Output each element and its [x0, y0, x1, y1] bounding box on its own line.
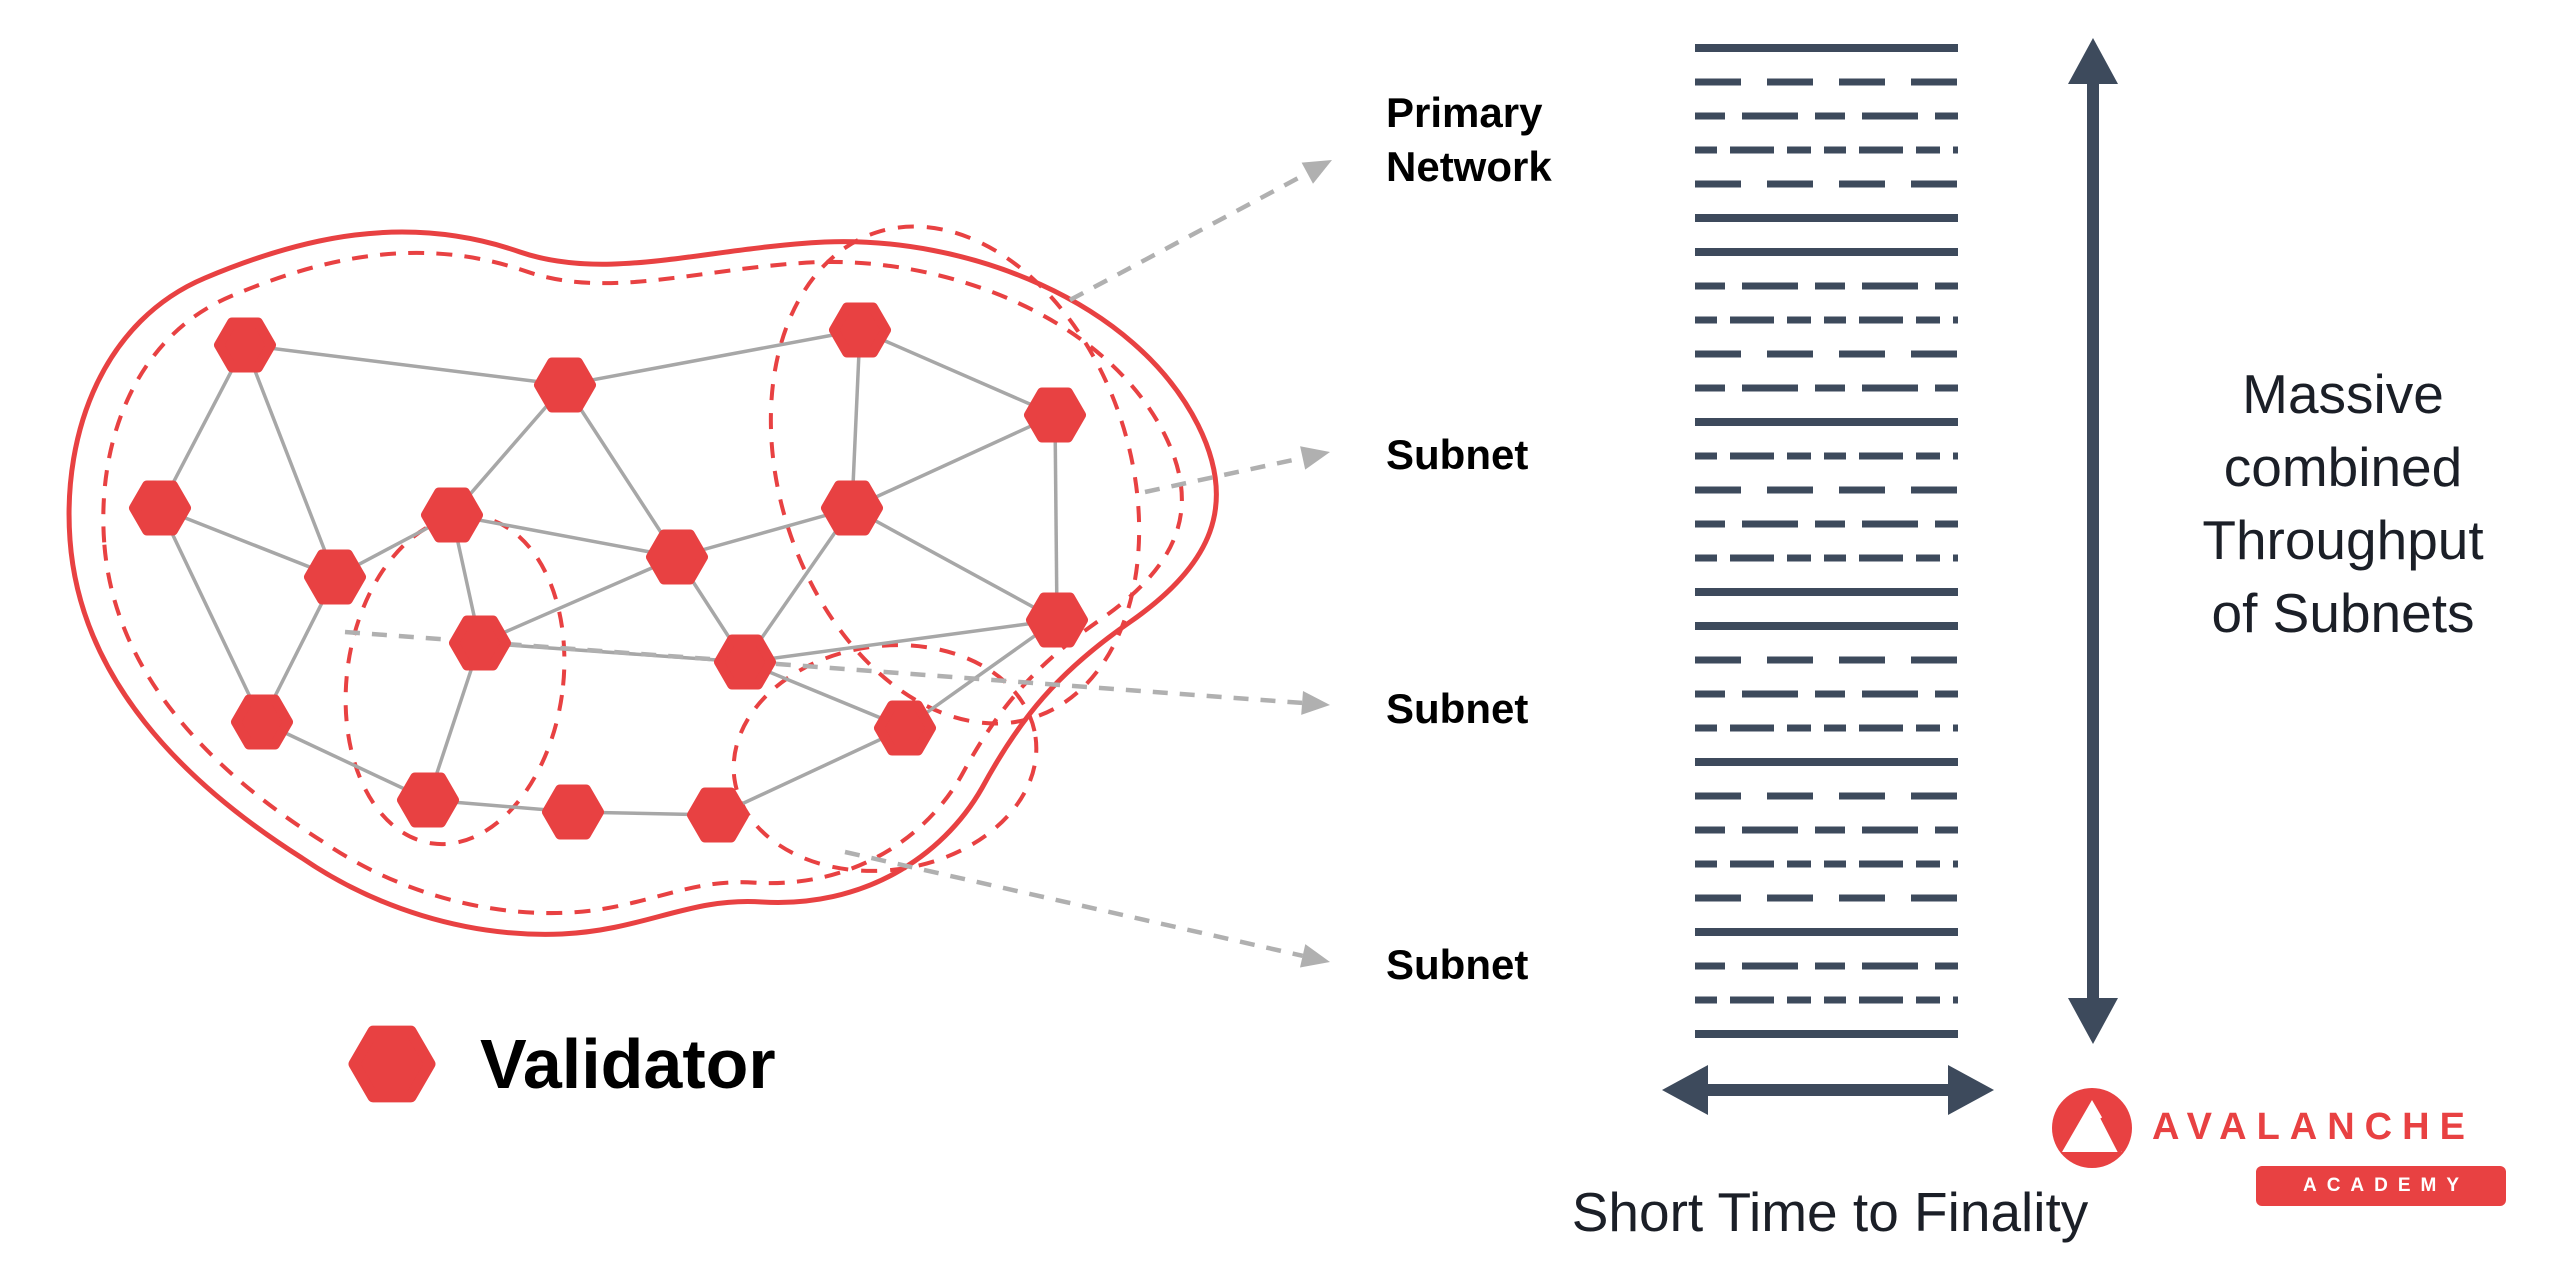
validator-node [714, 634, 776, 690]
validator-legend: Validator [340, 1012, 776, 1116]
finality-label: Short Time to Finality [1571, 1181, 2089, 1243]
validator-node [687, 787, 749, 843]
validator-hexagon-icon [348, 1025, 436, 1103]
network-edge [563, 384, 679, 558]
network-edge [676, 506, 853, 559]
validator-node [421, 487, 483, 543]
academy-badge: ACADEMY [2256, 1166, 2506, 1206]
throughput-stack-group [1695, 44, 1958, 1038]
network-edge [851, 506, 1058, 622]
connector-arrowhead-icon [1301, 160, 1332, 184]
validator-nodes-group [129, 302, 1088, 843]
network-edge [261, 720, 429, 802]
arrowhead-up-icon [2068, 38, 2118, 84]
subnet-label-2: Subnet [1386, 685, 1529, 732]
validator-node [214, 317, 276, 373]
avalanche-brand-label: AVALANCHE [2152, 1106, 2475, 1148]
network-edge [158, 507, 264, 723]
connector-arrowhead-icon [1300, 446, 1330, 470]
validator-node [829, 302, 891, 358]
arrowhead-left-icon [1662, 1065, 1708, 1115]
validator-node [874, 700, 936, 756]
label-connector [1068, 171, 1309, 302]
horizontal-double-arrow [1662, 1065, 1994, 1115]
label-connector [1144, 455, 1304, 495]
validator-legend-label: Validator [480, 1025, 776, 1103]
network-edge [243, 344, 337, 578]
validator-node [1026, 592, 1088, 648]
validator-node [534, 357, 596, 413]
arrowhead-right-icon [1948, 1065, 1994, 1115]
network-edge [1053, 414, 1059, 621]
network-edges-group [158, 328, 1059, 817]
network-edge [244, 343, 566, 387]
primary-network-label: Primary Network [1386, 89, 1552, 190]
subnet-outline [731, 643, 1039, 873]
network-edge [851, 413, 1056, 510]
validator-node [821, 480, 883, 536]
label-connector [844, 849, 1304, 959]
validator-node [129, 480, 191, 536]
avalanche-logo-icon [2052, 1088, 2132, 1168]
validator-node [542, 784, 604, 840]
validator-node [1024, 387, 1086, 443]
network-edge [717, 726, 906, 817]
network-edge [903, 618, 1059, 730]
academy-badge-label: ACADEMY [2302, 1175, 2470, 1196]
validator-node [646, 529, 708, 585]
validator-node [397, 772, 459, 828]
connector-arrowhead-icon [1301, 691, 1330, 715]
network-edge [850, 329, 862, 509]
network-edge [743, 507, 854, 663]
network-edge [479, 555, 678, 645]
connector-arrowhead-icon [1300, 944, 1330, 968]
network-edge [744, 618, 1058, 664]
network-edge [744, 660, 906, 730]
throughput-label: Massive combined Throughput of Subnets [2202, 363, 2484, 645]
arrowhead-down-icon [2068, 998, 2118, 1044]
network-edge [859, 328, 1056, 417]
subnet-outline [768, 224, 1142, 726]
network-edge [564, 328, 861, 387]
validator-node [304, 549, 366, 605]
subnet-label-1: Subnet [1386, 431, 1529, 478]
vertical-double-arrow [2068, 38, 2118, 1044]
network-edge [159, 506, 336, 579]
label-connectors-group [344, 160, 1332, 968]
network-edge [451, 513, 678, 559]
validator-node [449, 615, 511, 671]
subnet-label-3: Subnet [1386, 941, 1529, 988]
validator-node [231, 694, 293, 750]
